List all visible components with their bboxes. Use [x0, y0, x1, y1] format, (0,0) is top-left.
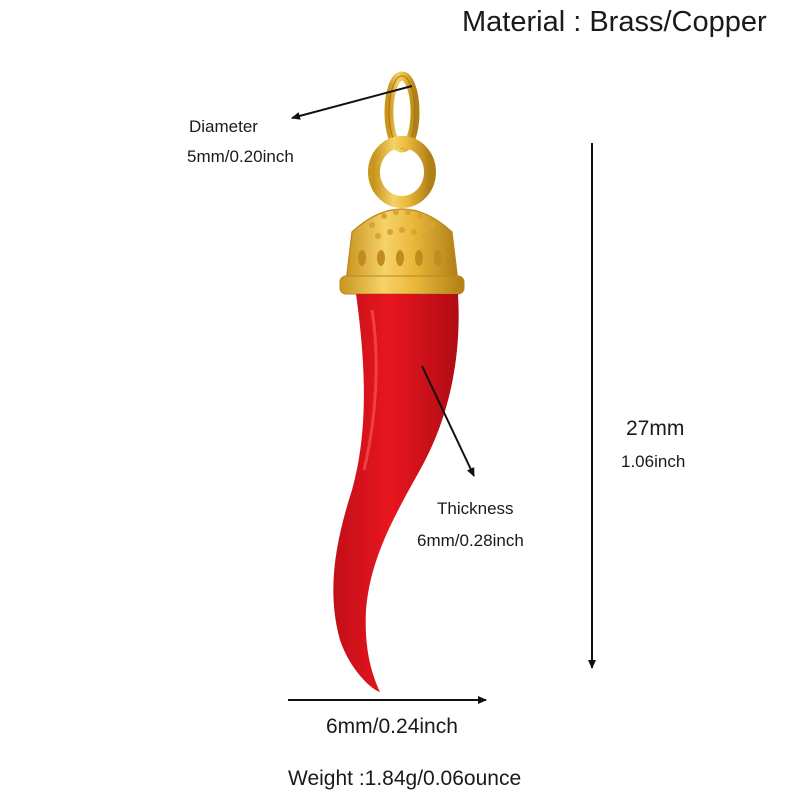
length-mm-value: 27mm: [626, 417, 685, 440]
thickness-label: Thickness: [437, 499, 514, 518]
gold-cap: [339, 208, 465, 295]
diameter-arrow-icon: [291, 85, 413, 120]
thickness-value: 6mm/0.28inch: [417, 531, 524, 550]
red-horn: [333, 294, 459, 692]
diameter-label: Diameter: [189, 117, 258, 136]
bail-loop: [368, 136, 436, 208]
length-inch-value: 1.06inch: [621, 452, 686, 471]
thickness-arrow-icon: [421, 365, 475, 477]
diameter-value: 5mm/0.20inch: [187, 147, 294, 166]
width-value: 6mm/0.24inch: [326, 715, 458, 738]
weight-text: Weight :1.84g/0.06ounce: [288, 767, 522, 790]
material-title: Material : Brass/Copper: [462, 6, 767, 38]
